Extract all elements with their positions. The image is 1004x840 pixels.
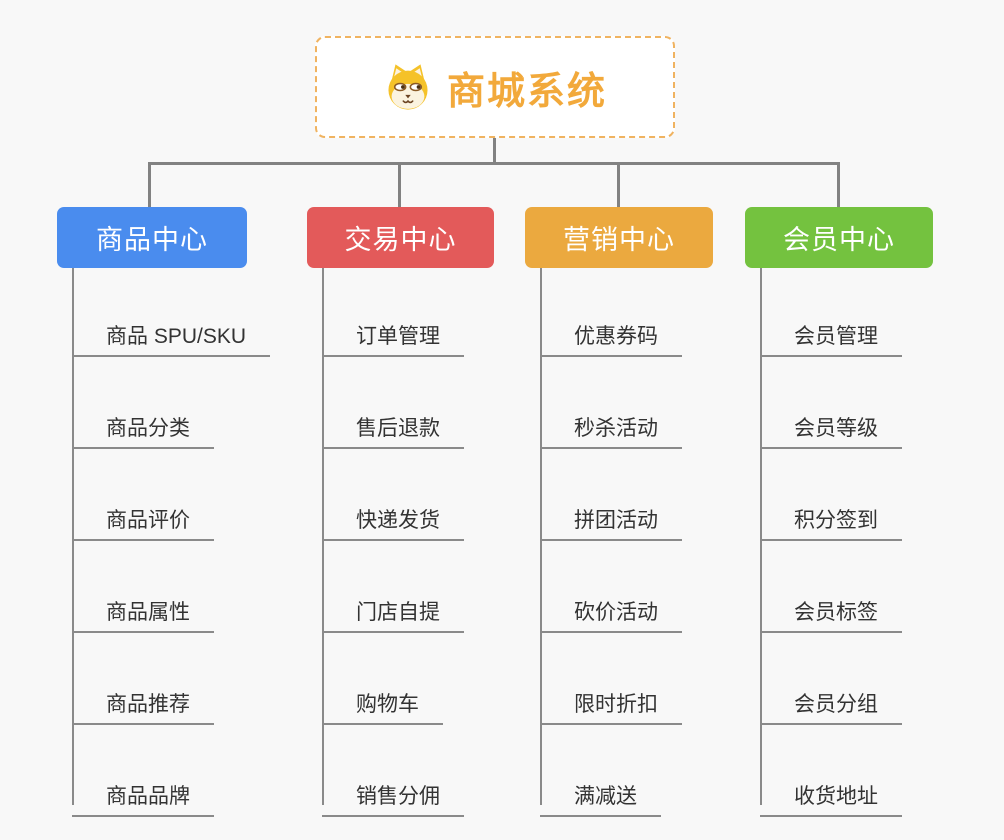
branch-header-products[interactable]: 商品中心: [57, 207, 247, 268]
branch-item-label: 秒杀活动: [574, 417, 658, 440]
branch-item-label: 商品分类: [106, 417, 190, 440]
branch-item[interactable]: 优惠券码: [540, 265, 682, 357]
branch-item[interactable]: 商品推荐: [72, 633, 214, 725]
branch-item[interactable]: 商品品牌: [72, 725, 214, 817]
branch-item[interactable]: 快递发货: [322, 449, 464, 541]
branch-item-label: 积分签到: [794, 509, 878, 532]
branch-item[interactable]: 砍价活动: [540, 541, 682, 633]
branch-item-label: 优惠券码: [574, 325, 658, 348]
branch-item[interactable]: 满减送: [540, 725, 661, 817]
branch-item-label: 收货地址: [794, 785, 878, 808]
connector-drop-products: [148, 162, 151, 208]
branch-item-label: 会员管理: [794, 325, 878, 348]
branch-line-marketing: [540, 268, 542, 805]
branch-item[interactable]: 会员分组: [760, 633, 902, 725]
branch-header-members[interactable]: 会员中心: [745, 207, 933, 268]
branch-item[interactable]: 销售分佣: [322, 725, 464, 817]
connector-drop-marketing: [617, 162, 620, 208]
connector-drop-trade: [398, 162, 401, 208]
branch-item-label: 会员等级: [794, 417, 878, 440]
branch-item-label: 购物车: [356, 693, 419, 716]
branch-header-trade[interactable]: 交易中心: [307, 207, 494, 268]
branch-item-label: 快递发货: [356, 509, 440, 532]
branch-item-label: 商品属性: [106, 601, 190, 624]
branch-items-members: 会员管理会员等级积分签到会员标签会员分组收货地址: [760, 265, 902, 817]
connector-drop-members: [837, 162, 840, 208]
branch-item[interactable]: 会员标签: [760, 541, 902, 633]
branch-item[interactable]: 会员管理: [760, 265, 902, 357]
branch-item-label: 订单管理: [356, 325, 440, 348]
connector-root-stub: [493, 138, 496, 164]
branch-line-products: [72, 268, 74, 805]
branch-item[interactable]: 商品 SPU/SKU: [72, 265, 271, 357]
branch-item[interactable]: 售后退款: [322, 357, 464, 449]
branch-item[interactable]: 商品评价: [72, 449, 214, 541]
branch-item-label: 门店自提: [356, 601, 440, 624]
branch-item-label: 商品推荐: [106, 693, 190, 716]
branch-items-trade: 订单管理售后退款快递发货门店自提购物车销售分佣: [322, 265, 464, 817]
branch-item[interactable]: 积分签到: [760, 449, 902, 541]
branch-line-members: [760, 268, 762, 805]
branch-products: 商品中心 商品 SPU/SKU 商品分类商品评价商品属性商品推荐商品品牌: [57, 207, 271, 817]
branch-item-label: 会员分组: [794, 693, 878, 716]
root-node[interactable]: 商城系统: [315, 36, 675, 138]
connector-horizontal-bar: [148, 162, 840, 165]
root-title: 商城系统: [446, 70, 607, 113]
branch-header-marketing[interactable]: 营销中心: [525, 207, 713, 268]
branch-members: 会员中心 会员管理会员等级积分签到会员标签会员分组收货地址: [745, 207, 933, 817]
branch-item[interactable]: 订单管理: [322, 265, 464, 357]
shiba-dog-icon: [388, 64, 428, 110]
branch-marketing: 营销中心 优惠券码秒杀活动拼团活动砍价活动限时折扣满减送: [525, 207, 713, 817]
branch-item[interactable]: 商品属性: [72, 541, 214, 633]
branch-item[interactable]: 秒杀活动: [540, 357, 682, 449]
branch-item-label: 砍价活动: [574, 601, 658, 624]
branch-item-label: 商品品牌: [106, 785, 190, 808]
branch-items-products: 商品 SPU/SKU 商品分类商品评价商品属性商品推荐商品品牌: [72, 265, 271, 817]
branch-item[interactable]: 购物车: [322, 633, 443, 725]
branch-items-marketing: 优惠券码秒杀活动拼团活动砍价活动限时折扣满减送: [540, 265, 682, 817]
branch-item-label: 商品评价: [106, 509, 190, 532]
branch-item-label: 销售分佣: [356, 785, 440, 808]
branch-item[interactable]: 会员等级: [760, 357, 902, 449]
branch-item[interactable]: 商品分类: [72, 357, 214, 449]
branch-item[interactable]: 限时折扣: [540, 633, 682, 725]
branch-item-label: 售后退款: [356, 417, 440, 440]
branch-item-label: 商品 SPU/SKU: [106, 325, 247, 348]
branch-item-label: 会员标签: [794, 601, 878, 624]
branch-item-label: 限时折扣: [574, 693, 658, 716]
branch-item[interactable]: 门店自提: [322, 541, 464, 633]
branch-item[interactable]: 拼团活动: [540, 449, 682, 541]
branch-item-label: 拼团活动: [574, 509, 658, 532]
branch-trade: 交易中心 订单管理售后退款快递发货门店自提购物车销售分佣: [307, 207, 494, 817]
branch-item-label: 满减送: [574, 785, 637, 808]
branch-item[interactable]: 收货地址: [760, 725, 902, 817]
branch-line-trade: [322, 268, 324, 805]
